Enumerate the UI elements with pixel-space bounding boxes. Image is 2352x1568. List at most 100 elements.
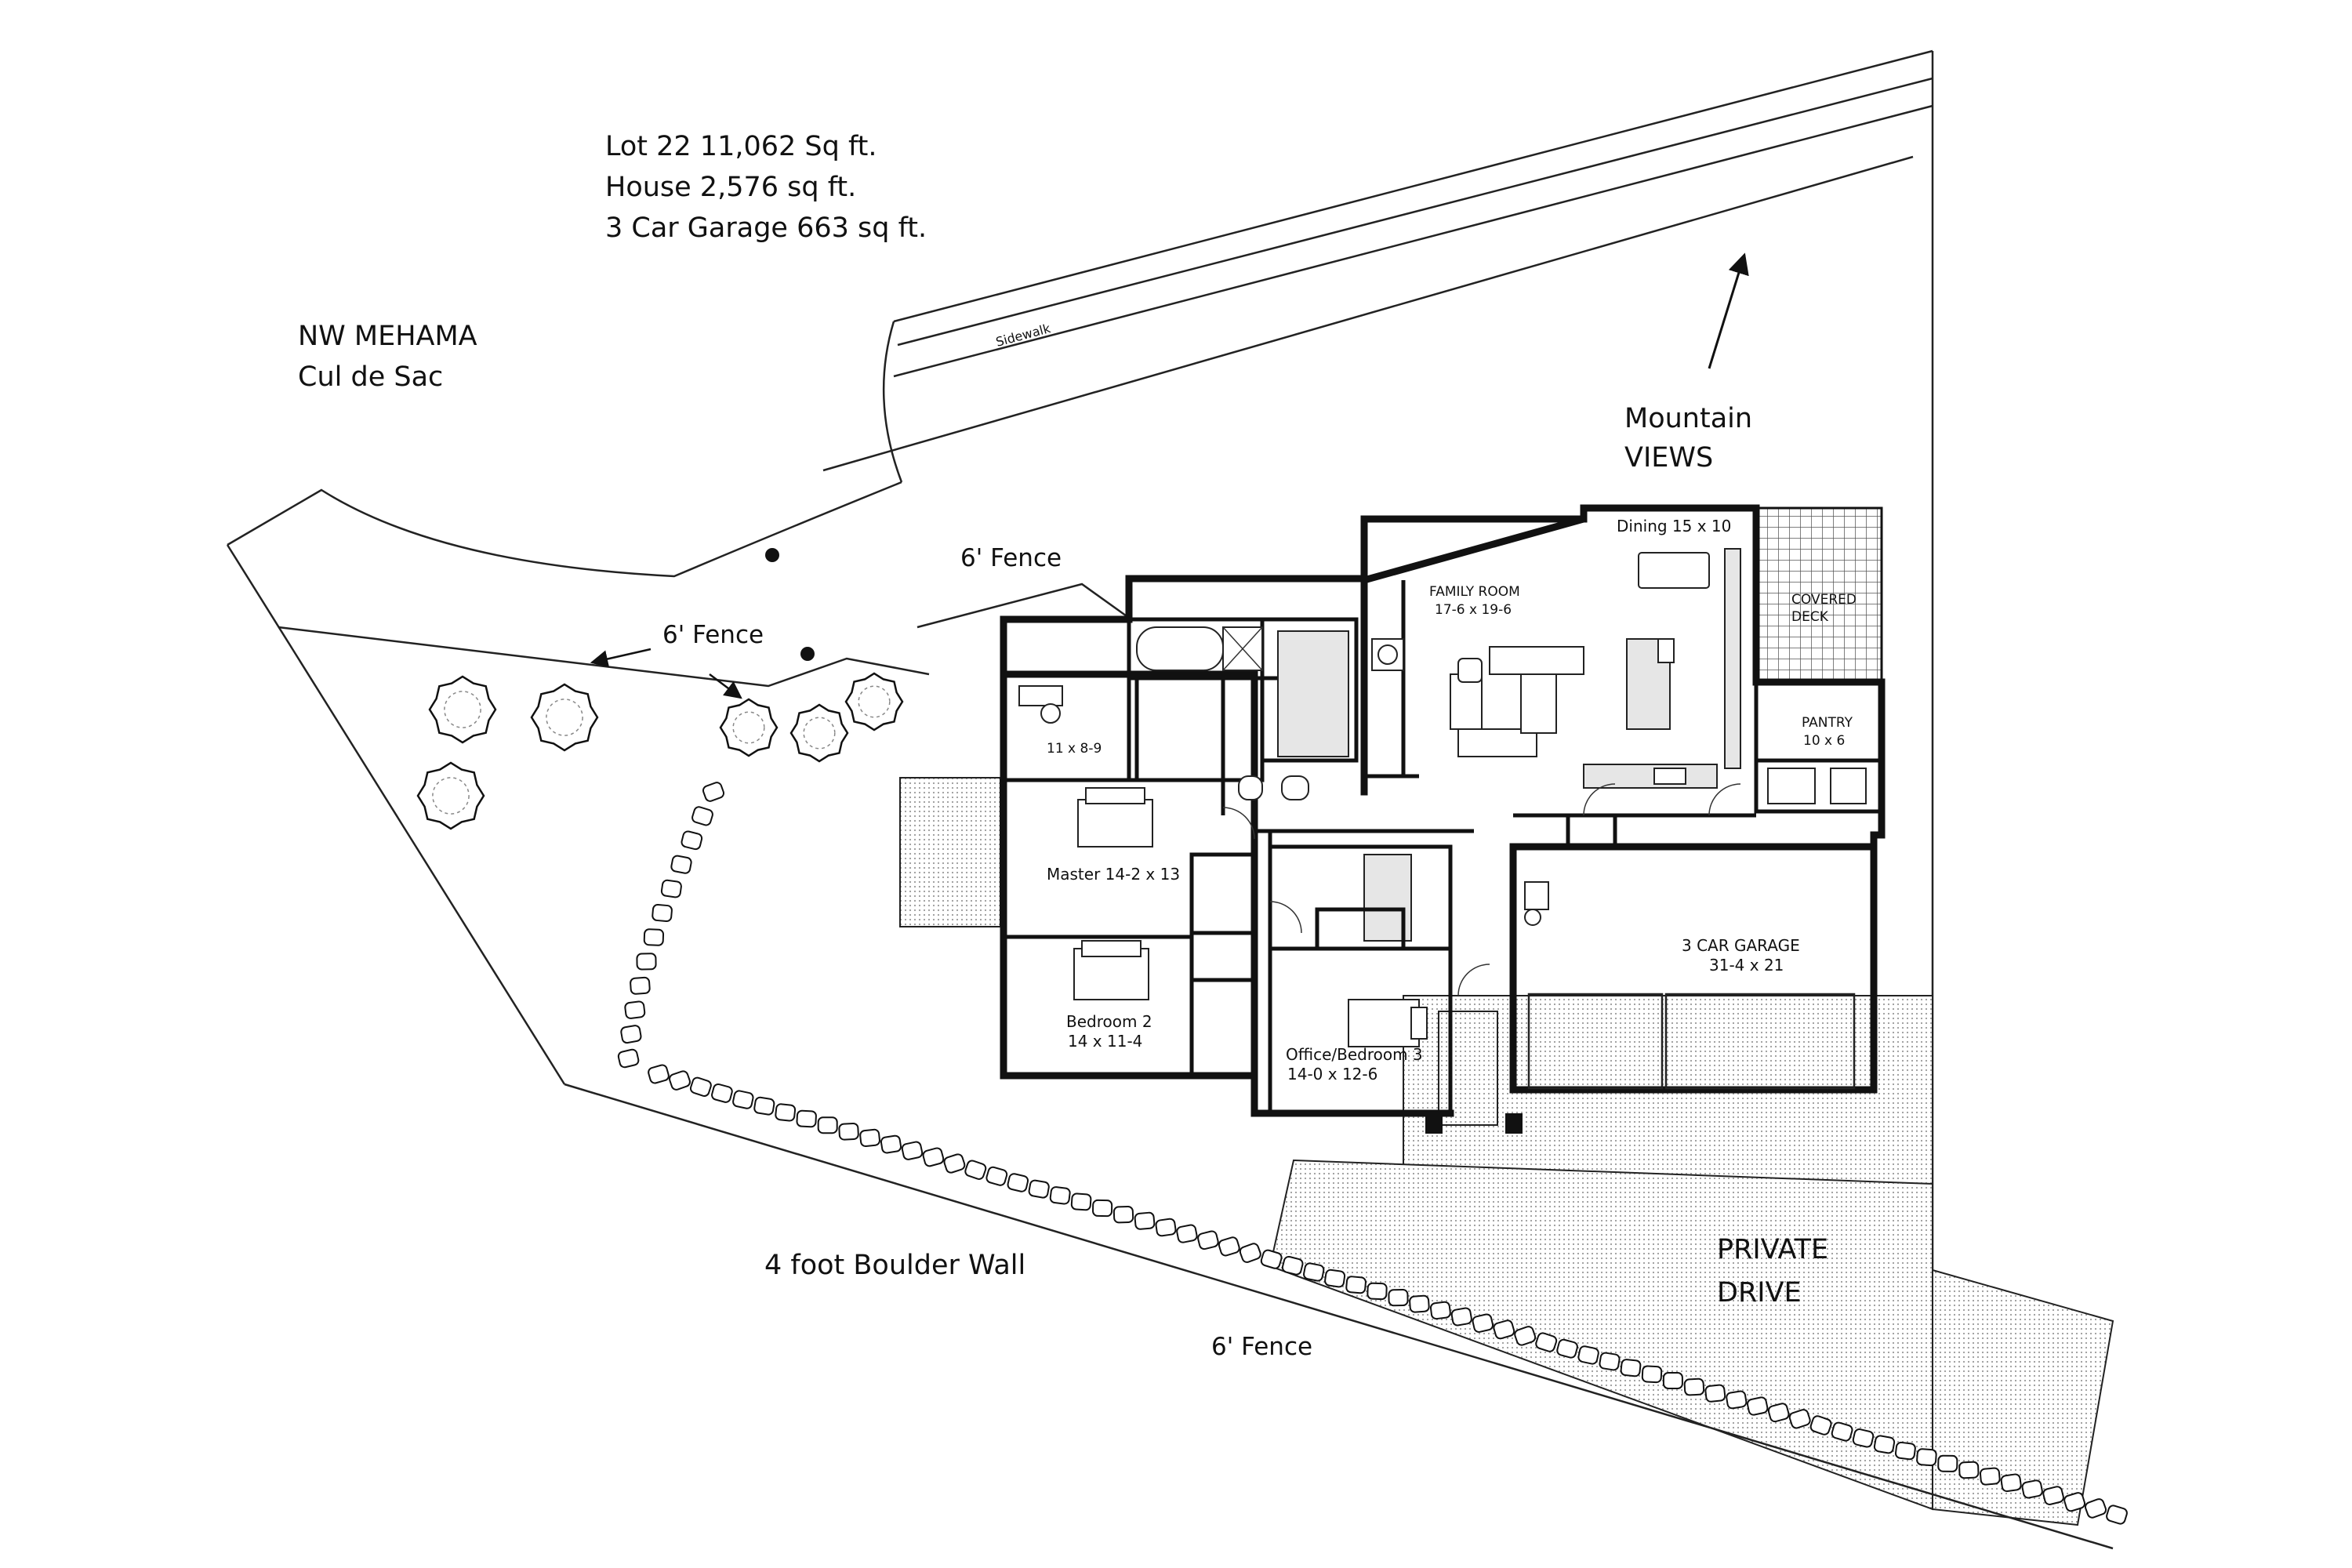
- boulder: [1958, 1461, 1980, 1479]
- boulder: [1767, 1403, 1790, 1423]
- covered-deck: [1755, 506, 1883, 684]
- boulder: [691, 806, 713, 826]
- boulder: [1112, 1205, 1134, 1224]
- boulder: [1556, 1338, 1578, 1359]
- boulder: [1409, 1294, 1430, 1313]
- boulder: [943, 1153, 966, 1174]
- boulder: [1535, 1332, 1558, 1352]
- patio: [899, 777, 1001, 927]
- boulder: [660, 879, 682, 898]
- pantry-size: 10 x 6: [1803, 733, 1845, 749]
- boulder: [1197, 1230, 1219, 1250]
- family-room-size: 17-6 x 19-6: [1435, 602, 1512, 618]
- boulder: [964, 1160, 987, 1180]
- south-fence: [564, 1083, 2114, 1550]
- boulder: [1641, 1365, 1663, 1384]
- boulder: [1683, 1377, 1705, 1396]
- boulder: [1472, 1313, 1494, 1333]
- sidewalk: [822, 49, 1933, 483]
- private-drive: [1269, 995, 2114, 1526]
- boulder: [2021, 1479, 2043, 1499]
- private-drive-label-line1: PRIVATE: [1717, 1234, 1828, 1265]
- garage-area-label: 3 Car Garage 663 sq ft.: [605, 212, 927, 244]
- boulder: [1979, 1467, 2001, 1486]
- boulder: [1809, 1415, 1832, 1436]
- boulder: [711, 1083, 733, 1103]
- boulder: [617, 1048, 640, 1069]
- boulder: [922, 1147, 945, 1167]
- street-type: Cul de Sac: [298, 361, 443, 393]
- covered-deck-label-line2: DECK: [1791, 609, 1829, 625]
- office-bedroom-3-label: Office/Bedroom 3: [1286, 1045, 1423, 1064]
- boulder: [1450, 1307, 1472, 1327]
- garage-label: 3 CAR GARAGE: [1682, 936, 1800, 955]
- boulder: [689, 1076, 712, 1097]
- boulder: [1345, 1276, 1367, 1294]
- boulder: [1788, 1409, 1811, 1429]
- bedroom-2-label: Bedroom 2: [1066, 1012, 1152, 1031]
- covered-deck-label-line1: COVERED: [1791, 592, 1857, 608]
- boulder: [624, 1000, 646, 1019]
- tree: [530, 683, 599, 752]
- boulder: [1324, 1269, 1346, 1288]
- boulder: [753, 1096, 775, 1116]
- tree: [428, 675, 497, 744]
- boulder: [670, 855, 692, 874]
- boulder: [1577, 1345, 1599, 1365]
- boulder: [1746, 1396, 1769, 1416]
- boulder: [1429, 1301, 1451, 1320]
- mountain-views-line2: VIEWS: [1624, 442, 1713, 474]
- fence-arrow-west: [590, 648, 652, 668]
- office-bedroom-3-size: 14-0 x 12-6: [1287, 1065, 1377, 1083]
- front-walk: [1438, 1011, 1498, 1126]
- lot-area-label: Lot 22 11,062 Sq ft.: [605, 131, 877, 162]
- dining-label: Dining 15 x 10: [1617, 517, 1731, 535]
- boulder: [1726, 1390, 1748, 1410]
- boulder: [985, 1166, 1008, 1186]
- fence-arrow-south: [709, 673, 742, 699]
- room-labels: Dining 15 x 10 FAMILY ROOM 17-6 x 19-6 C…: [1047, 517, 1857, 1083]
- fence-label-south: 6' Fence: [1211, 1333, 1312, 1361]
- pantry-label: PANTRY: [1802, 715, 1853, 731]
- lot-info: Lot 22 11,062 Sq ft. House 2,576 sq ft. …: [605, 131, 927, 244]
- boulder: [1599, 1352, 1621, 1371]
- boulder: [648, 1064, 670, 1084]
- lot-boundary: [226, 51, 1934, 1494]
- boulder: [2106, 1504, 2128, 1525]
- fence-label-north-upper: 6' Fence: [960, 544, 1062, 572]
- boulder: [1134, 1211, 1156, 1230]
- boulder: [1514, 1326, 1537, 1346]
- boulder: [1704, 1384, 1726, 1403]
- boulder: [1260, 1249, 1283, 1269]
- house-area-label: House 2,576 sq ft.: [605, 172, 856, 203]
- boulder: [669, 1070, 691, 1091]
- boulder: [838, 1122, 859, 1141]
- boulder: [1049, 1186, 1071, 1205]
- boulder: [630, 976, 651, 995]
- trees: [416, 672, 904, 830]
- boulder: [2042, 1486, 2064, 1505]
- boulder: [1176, 1224, 1198, 1243]
- mountain-views-line1: Mountain: [1624, 403, 1752, 434]
- boulder: [1218, 1236, 1240, 1257]
- sidewalk-label: Sidewalk: [994, 321, 1052, 350]
- boulder: [681, 830, 703, 851]
- boulder: [652, 903, 673, 923]
- boulder: [636, 953, 657, 971]
- boulder: [1028, 1179, 1050, 1199]
- boulder: [702, 782, 725, 802]
- boulder: [1831, 1421, 1853, 1442]
- fence-label-north-lower: 6' Fence: [662, 621, 764, 649]
- boulder: [620, 1025, 642, 1044]
- boulder: [1388, 1288, 1409, 1307]
- tree: [789, 703, 849, 763]
- survey-marker: [800, 647, 815, 661]
- boulder: [1493, 1319, 1515, 1340]
- boulder: [1092, 1199, 1113, 1218]
- survey-marker: [765, 548, 779, 562]
- boulder: [1281, 1255, 1304, 1276]
- boulder: [732, 1090, 754, 1109]
- boulder: [1620, 1359, 1642, 1377]
- tree: [719, 698, 779, 757]
- boulder: [1662, 1372, 1683, 1389]
